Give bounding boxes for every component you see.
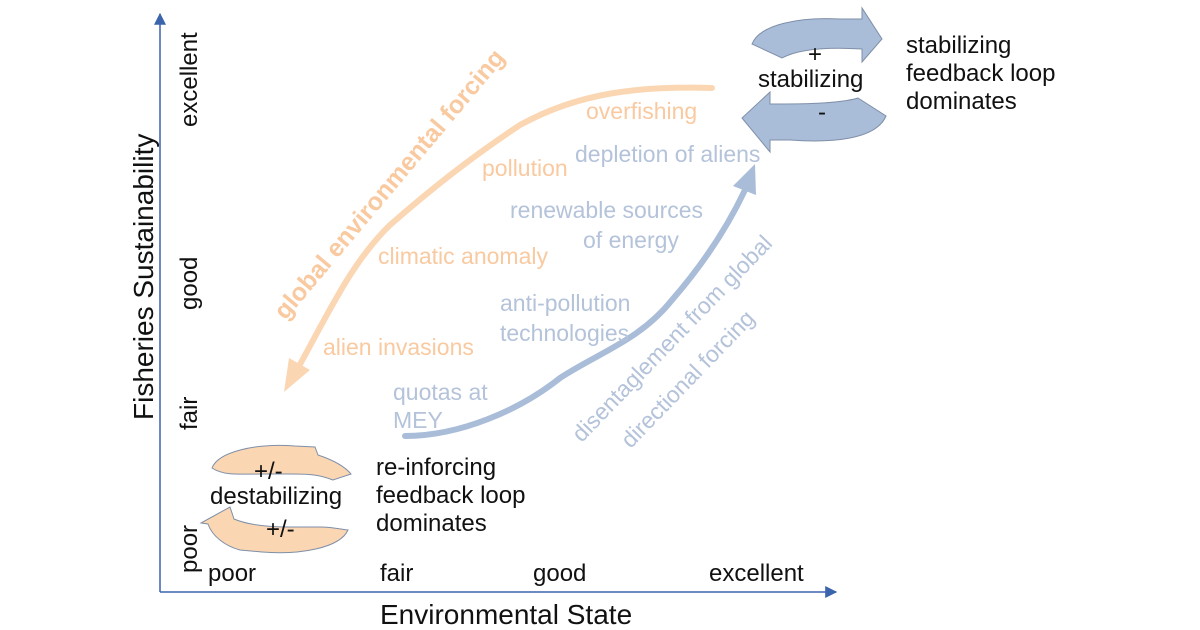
x-tick-label: fair [380,560,414,587]
stabilizing-caption-line: dominates [906,88,1017,115]
measure-label: depletion of aliens [575,141,761,167]
measure-label: technologies [500,320,630,346]
measure-label: of energy [583,227,679,253]
y-tick-label: good [176,256,203,310]
stabilizing-caption-line: feedback loop [906,60,1056,87]
destabilizing-sign-top: +/- [254,458,283,485]
stabilizing-loop-top-arrow [751,6,883,64]
y-tick-label: fair [176,396,203,430]
stabilizing-sign-bottom: - [818,99,826,126]
degradation-path-arrowhead [284,358,310,392]
stabilizing-loop-bottom-arrow [741,90,887,154]
measure-label: MEY [393,407,443,433]
stabilizing-sign-top: + [808,41,823,68]
measure-label: quotas at [393,379,488,405]
measure-label: anti-pollution [500,290,631,316]
y-axis-title: Fisheries Sustainability [128,133,159,420]
x-axis-title: Environmental State [380,599,633,630]
x-tick-label: good [533,560,587,587]
reinforcing-caption-line: dominates [376,510,487,537]
reinforcing-caption-line: re-inforcing [376,454,497,481]
recovery-path-arrow [402,187,748,439]
degradation-path-arrow [295,84,715,371]
destabilizing-loop-top-arrow [211,444,352,481]
y-tick-label: excellent [176,32,203,127]
reinforcing-caption-line: feedback loop [376,482,526,509]
destabilizing-sign-bottom: +/- [266,516,295,543]
stabilizing-label: stabilizing [758,66,864,93]
stabilizing-caption-line: stabilizing [906,32,1012,59]
x-tick-label: excellent [709,560,804,587]
driver-label: climatic anomaly [378,243,548,269]
destabilizing-loop-bottom-arrow [199,506,349,554]
driver-label: overfishing [586,98,698,124]
x-tick-label: poor [208,560,257,587]
driver-label: alien invasions [323,334,474,360]
destabilizing-label: destabilizing [210,483,343,510]
measure-label: renewable sources [510,197,704,223]
y-tick-label: poor [176,524,203,573]
driver-label: pollution [482,155,568,181]
recovery-path-arrowhead [733,164,756,195]
